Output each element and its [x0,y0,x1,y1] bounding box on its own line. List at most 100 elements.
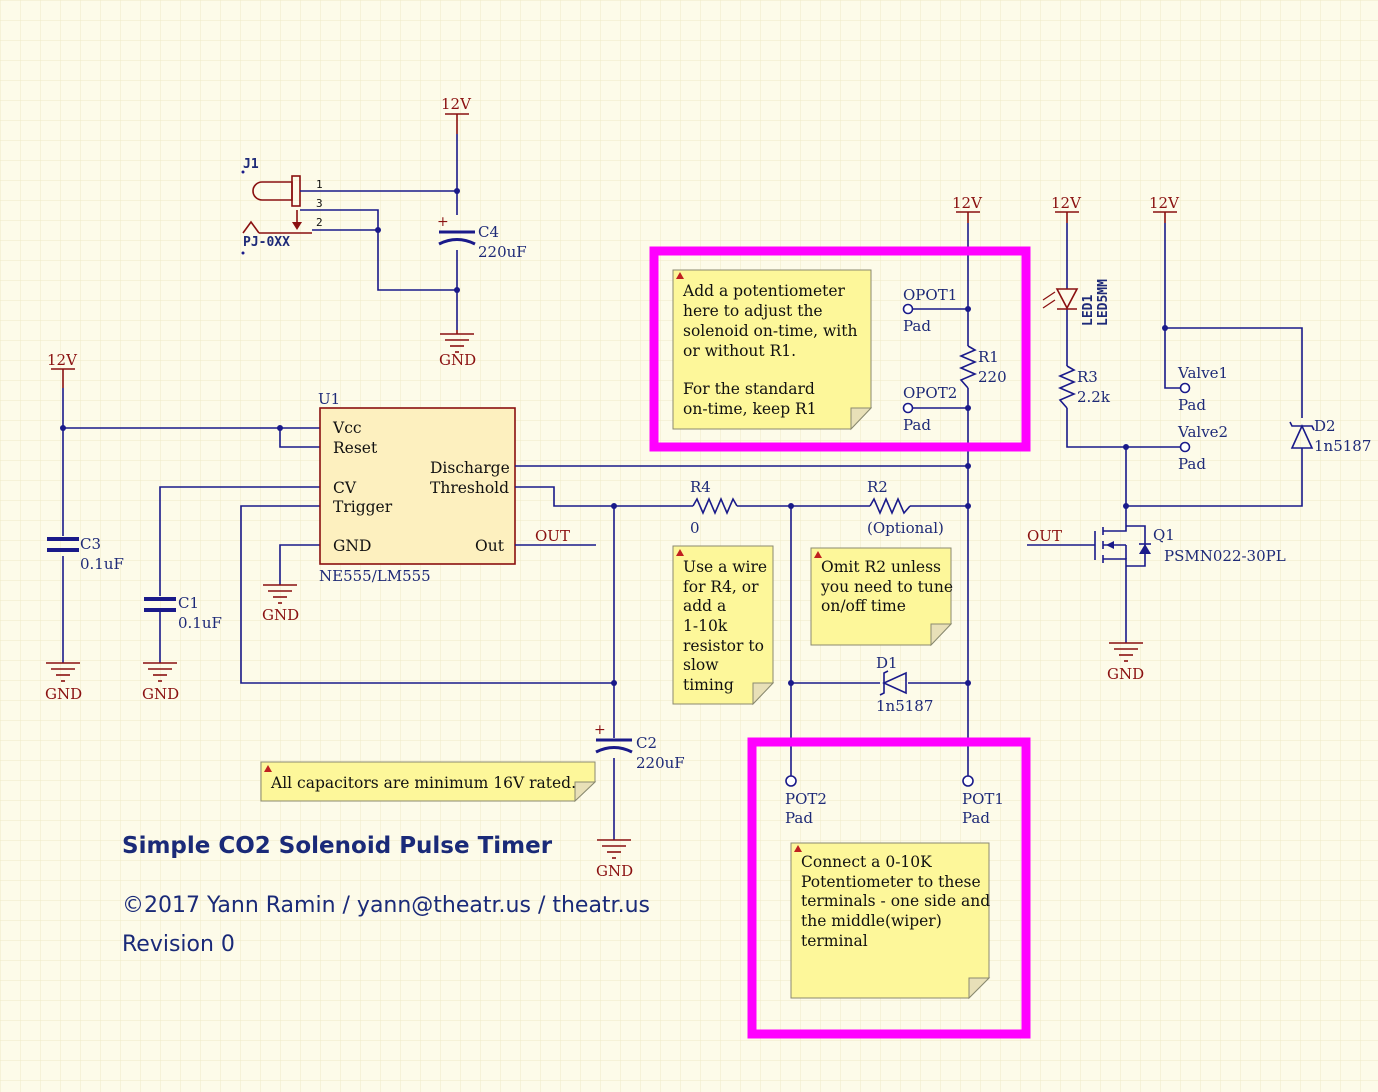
svg-text:D1: D1 [876,654,898,672]
pad-opot1: OPOT1 Pad [902,286,957,335]
net-out-label: OUT [535,527,570,545]
diode-d1: D1 1n5187 [876,654,933,715]
svg-text:LED1: LED1 [1081,295,1096,326]
svg-text:Vcc: Vcc [332,419,362,437]
capacitor-c3: C3 0.1uF [47,535,124,573]
svg-text:1n5187: 1n5187 [876,697,933,715]
timing-wiring [515,223,971,840]
svg-text:Q1: Q1 [1153,526,1175,544]
svg-text:GND: GND [142,685,179,703]
highlight-box-pot [747,737,1031,1039]
j1-wiring [300,134,460,330]
svg-text:Omit R2 unless you need: Omit R2 unless you need to tune on/off t… [820,558,958,615]
u1-out-wiring: OUT [515,527,596,546]
svg-text:Connect a 0-10K Potentio: Connect a 0-10K Potentiometer to these t… [801,853,995,950]
c3-value: 0.1uF [80,555,124,573]
resistor-r1: R1 220 [958,345,1007,389]
capacitor-c4: + C4 220uF [437,214,527,261]
c1-value: 0.1uF [178,614,222,632]
svg-text:Pad: Pad [785,809,813,827]
c3-ref: C3 [80,535,101,553]
j1-pin-3: 3 [316,197,323,210]
svg-text:All capacitors are minimum 16V: All capacitors are minimum 16V rated. [270,774,576,792]
svg-text:+: + [437,214,449,230]
note-pot: Connect a 0-10K Potentiometer to these t… [790,842,995,1000]
u1-part: NE555/LM555 [319,567,431,585]
svg-text:+: + [594,722,606,738]
gnd-u1: GND [262,584,299,624]
power-12v-led: 12V [1051,194,1082,223]
svg-text:GND: GND [596,862,633,880]
svg-text:PSMN022-30PL: PSMN022-30PL [1164,547,1286,565]
power-12v-left: 12V [47,351,78,388]
note-opot: Add a potentiometer here to adjust the s… [672,269,873,431]
c1-ref: C1 [178,594,199,612]
resistor-r3: R3 2.2k [1057,365,1111,409]
diode-d2: D2 1n5187 [1289,417,1371,455]
power-12v-top: 12V [441,95,472,134]
svg-text:220: 220 [978,368,1007,386]
pad-pot2: POT2 Pad [785,775,827,827]
resistor-r2: R2 (Optional) [867,478,944,537]
svg-text:12V: 12V [1149,194,1180,212]
svg-text:Pad: Pad [1178,396,1206,414]
svg-text:R2: R2 [867,478,888,496]
svg-text:GND: GND [262,606,299,624]
svg-text:POT1: POT1 [962,790,1004,808]
svg-text:12V: 12V [1051,194,1082,212]
svg-text:GND: GND [333,537,371,555]
svg-text:CV: CV [333,479,357,497]
gnd-c2: GND [596,839,633,880]
c4-value: 220uF [478,243,527,261]
svg-text:LED5MM: LED5MM [1096,279,1111,326]
pad-pot1: POT1 Pad [962,775,1004,827]
gnd-q1: GND [1107,642,1144,683]
svg-text:Reset: Reset [333,439,378,457]
gnd-c4: GND [439,330,476,369]
svg-text:12V: 12V [952,194,983,212]
net-out-label-q1: OUT [1027,527,1062,545]
pad-valve1: Valve1 Pad [1177,364,1228,414]
gnd-c3: GND [45,662,82,703]
svg-text:Add a potentiometer here: Add a potentiometer here to adjust the s… [682,282,862,418]
note-r4: Use a wire for R4, or add a 1-10k resist… [672,545,775,706]
svg-text:GND: GND [1107,665,1144,683]
j1-pin-2: 2 [316,216,323,229]
svg-text:Trigger: Trigger [333,498,393,516]
svg-text:Valve1: Valve1 [1177,364,1228,382]
gnd-c1: GND [142,662,179,703]
capacitor-c1: C1 0.1uF [144,594,222,632]
svg-text:Pad: Pad [962,809,990,827]
ic-u1-555: U1 Vcc Reset Discharge CV Threshold Trig… [318,390,516,585]
svg-text:GND: GND [45,685,82,703]
power-label: 12V [441,95,472,113]
svg-text:Pad: Pad [903,317,931,335]
output-wiring: OUT [1027,223,1303,643]
left-wiring [60,388,614,684]
revision-line: Revision 0 [122,932,235,957]
svg-text:1n5187: 1n5187 [1314,437,1371,455]
svg-text:12V: 12V [47,351,78,369]
pad-opot2: OPOT2 Pad [902,384,957,434]
credit-line: ©2017 Yann Ramin / yann@theatr.us / thea… [122,893,650,918]
svg-text:(Optional): (Optional) [867,519,944,537]
svg-text:Pad: Pad [1178,455,1206,473]
led-led1: LED1 LED5MM [1042,279,1111,326]
svg-text:D2: D2 [1314,417,1336,435]
u1-ref: U1 [318,390,340,408]
svg-text:C2: C2 [636,734,657,752]
c4-ref: C4 [478,223,499,241]
power-12v-valve: 12V [1149,194,1180,223]
svg-text:Use a wire for R4, or: Use a wire for R4, or add a 1-10k resist… [683,558,772,694]
svg-text:OPOT2: OPOT2 [903,384,957,402]
svg-text:Valve2: Valve2 [1177,423,1228,441]
j1-ref: J1 [243,157,259,172]
capacitor-c2: + C2 220uF [594,722,685,772]
svg-text:2.2k: 2.2k [1077,388,1111,406]
svg-text:220uF: 220uF [636,754,685,772]
svg-text:POT2: POT2 [785,790,827,808]
note-caps: All capacitors are minimum 16V rated. [260,761,597,803]
mosfet-q1: Q1 PSMN022-30PL [1094,525,1286,567]
svg-text:Discharge: Discharge [430,459,510,477]
